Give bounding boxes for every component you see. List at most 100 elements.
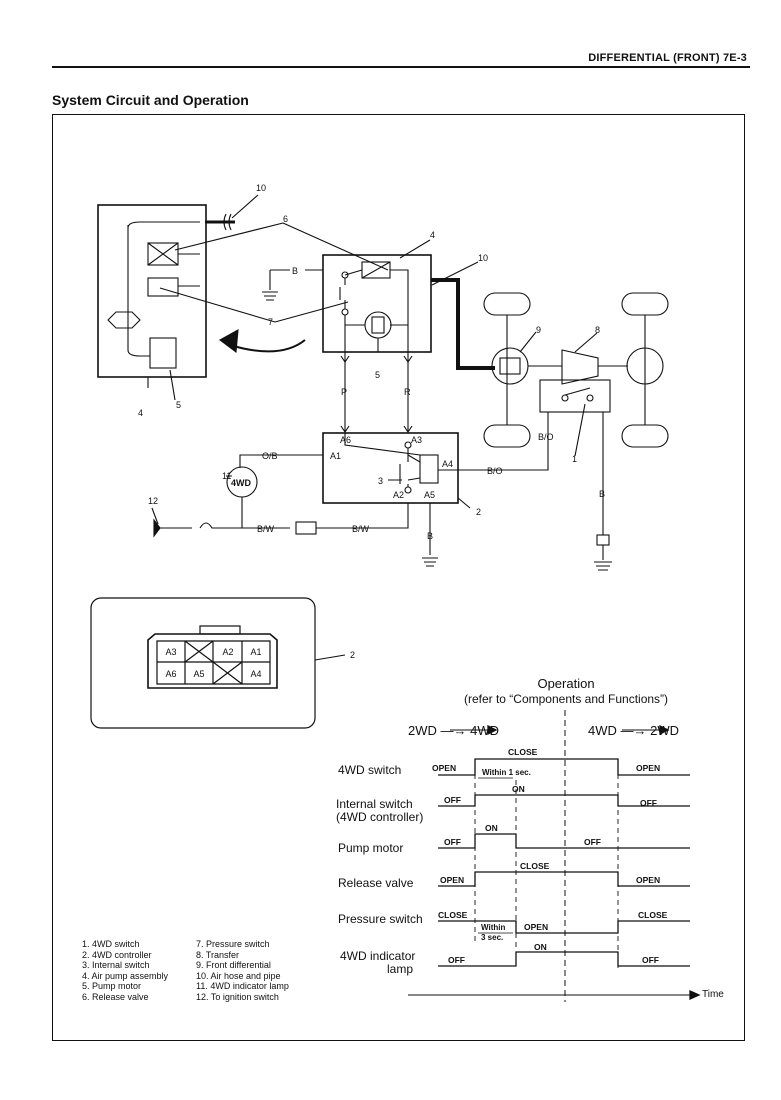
transfer xyxy=(561,349,599,385)
state-label: OFF xyxy=(642,955,659,965)
wire-bw-lamp: B/W xyxy=(257,524,275,534)
rear-left-tire xyxy=(483,424,531,448)
state-label: CLOSE xyxy=(638,910,668,920)
callout-8: 8 xyxy=(595,325,600,335)
legend-item: 4. Air pump assembly xyxy=(82,970,169,981)
timing-note: 3 sec. xyxy=(481,933,503,942)
wire-b-switch: B xyxy=(599,489,605,499)
callout-7: 7 xyxy=(268,317,273,327)
state-label: OFF xyxy=(444,837,461,847)
state-label: OPEN xyxy=(440,875,464,885)
front-differential xyxy=(491,347,529,385)
terminal-a4: A4 xyxy=(442,459,453,469)
section-title: System Circuit and Operation xyxy=(52,92,249,108)
state-label: OPEN xyxy=(524,922,548,932)
time-arrow-icon xyxy=(689,989,701,1001)
timing-note: Within 1 sec. xyxy=(482,768,531,777)
timing-internal-switch xyxy=(438,794,690,807)
wire-r: R xyxy=(404,387,411,397)
state-label: OPEN xyxy=(636,875,660,885)
state-label: ON xyxy=(485,823,498,833)
connector-view-box xyxy=(90,597,316,729)
callout-4b: 4 xyxy=(138,408,143,418)
page-header: DIFFERENTIAL (FRONT) 7E-3 xyxy=(588,52,747,64)
callout-12: 12 xyxy=(148,496,158,506)
legend-item: 6. Release valve xyxy=(82,991,149,1002)
callout-5b: 5 xyxy=(176,400,181,410)
terminal-a5: A5 xyxy=(424,490,435,500)
legend-item: 9. Front differential xyxy=(196,960,271,971)
timing-indicator-lamp xyxy=(438,951,690,967)
rear-right-tire xyxy=(621,424,669,448)
wire-b-pump: B xyxy=(292,266,298,276)
front-right-tire xyxy=(621,292,669,316)
state-label: OPEN xyxy=(636,763,660,773)
row-label-indicator-lamp-2: lamp xyxy=(387,962,413,976)
callout-11: 11 xyxy=(222,471,231,481)
legend-item: 3. Internal switch xyxy=(82,960,150,971)
row-label-internal-switch-2: (4WD controller) xyxy=(336,810,423,824)
legend-left: 1. 4WD switch 2. 4WD controller 3. Inter… xyxy=(82,939,168,1003)
4wd-switch xyxy=(539,379,611,413)
controller-connector xyxy=(147,633,278,689)
state-label: CLOSE xyxy=(520,861,550,871)
legend-item: 11. 4WD indicator lamp xyxy=(196,981,289,992)
row-label-pump-motor: Pump motor xyxy=(338,841,403,855)
legend-item: 2. 4WD controller xyxy=(82,949,152,960)
pressure-switch-symbol xyxy=(147,277,179,297)
legend-item: 12. To ignition switch xyxy=(196,991,279,1002)
terminal-a2: A2 xyxy=(393,490,404,500)
wire-b-controller: B xyxy=(427,531,433,541)
phase-2wd-to-4wd: 2WD —→ 4WD xyxy=(408,723,499,738)
timing-pressure-switch xyxy=(438,920,690,934)
state-label: OFF xyxy=(640,798,657,808)
callout-2b: 2 xyxy=(350,650,355,660)
row-label-release-valve: Release valve xyxy=(338,876,414,890)
wire-p: P xyxy=(341,387,347,397)
legend-item: 8. Transfer xyxy=(196,949,240,960)
row-label-4wd-switch: 4WD switch xyxy=(338,763,401,777)
wire-bw-ignition: B/W xyxy=(352,524,370,534)
terminal-a6: A6 xyxy=(340,435,351,445)
pump-assembly-box xyxy=(97,204,207,378)
callout-6: 6 xyxy=(283,214,288,224)
connector-pin: A1 xyxy=(250,647,261,657)
legend-item: 1. 4WD switch xyxy=(82,939,140,949)
operation-title: Operation xyxy=(537,676,594,691)
callout-3: 3 xyxy=(378,476,383,486)
figure-frame xyxy=(52,114,745,1041)
pump-motor xyxy=(364,311,392,339)
state-label: OFF xyxy=(448,955,465,965)
operation-subtitle: (refer to “Components and Functions”) xyxy=(464,692,668,706)
state-label: CLOSE xyxy=(508,747,538,757)
wire-bo-controller: B/O xyxy=(487,466,503,476)
terminal-a1: A1 xyxy=(330,451,341,461)
state-label: ON xyxy=(512,784,525,794)
front-left-tire xyxy=(483,292,531,316)
connector-pin: A3 xyxy=(165,647,176,657)
callout-2a: 2 xyxy=(476,507,481,517)
legend-item: 5. Pump motor xyxy=(82,981,142,992)
legend-item: 7. Pressure switch xyxy=(196,939,270,949)
row-label-indicator-lamp: 4WD indicator xyxy=(340,949,415,963)
state-label: OFF xyxy=(444,795,461,805)
callout-1: 1 xyxy=(572,454,577,464)
callout-9: 9 xyxy=(536,325,541,335)
connector-pin: A2 xyxy=(222,647,233,657)
connector-pin: A5 xyxy=(193,669,204,679)
terminal-a3: A3 xyxy=(411,435,422,445)
timing-pump-motor xyxy=(438,833,690,849)
callout-10b: 10 xyxy=(478,253,488,263)
timing-note: Within xyxy=(481,923,505,932)
row-label-pressure-switch: Pressure switch xyxy=(338,912,423,926)
time-label: Time xyxy=(702,989,724,1000)
state-label: OFF xyxy=(584,837,601,847)
timing-release-valve xyxy=(438,871,690,887)
phase-4wd-to-2wd: 4WD —→ 2WD xyxy=(588,723,679,738)
timing-4wd-switch xyxy=(438,758,690,776)
air-pump-assembly xyxy=(322,254,432,353)
connector-pin: A6 xyxy=(165,669,176,679)
wire-ob: O/B xyxy=(262,451,278,461)
row-label-internal-switch: Internal switch xyxy=(336,797,413,811)
